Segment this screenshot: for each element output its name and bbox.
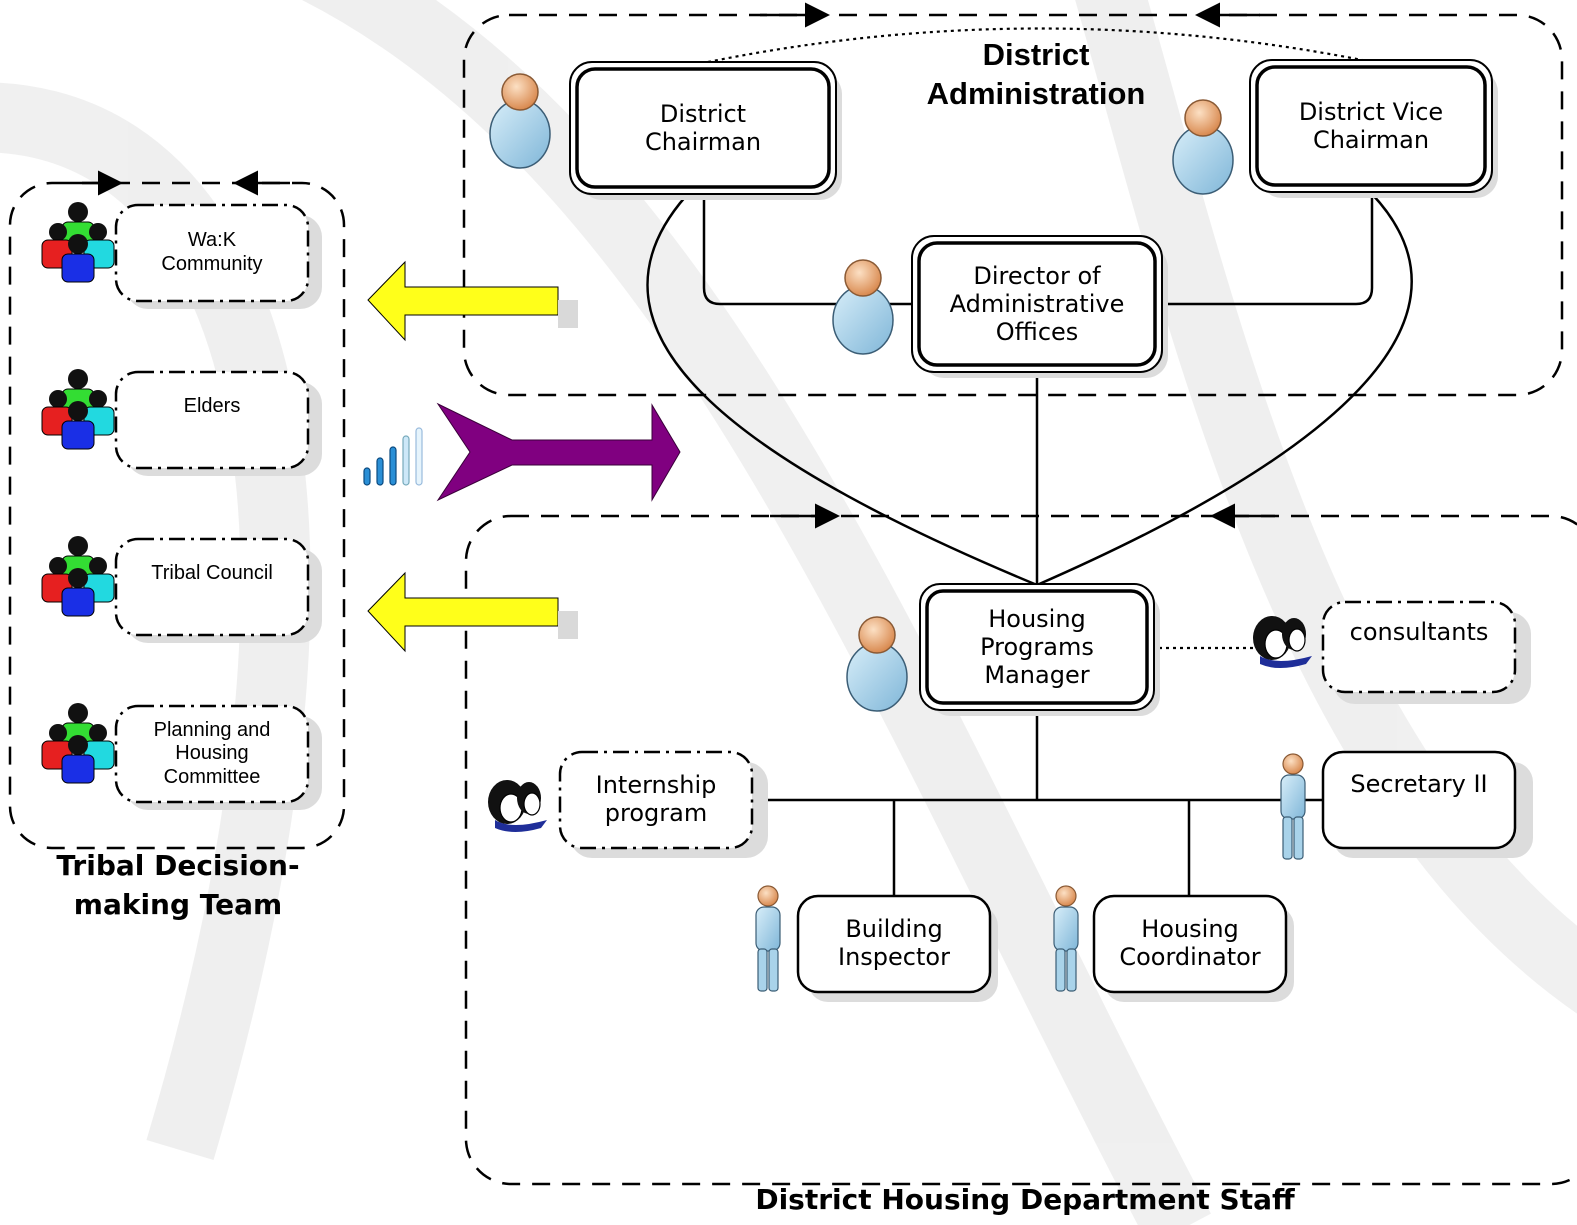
group-icon-council [41, 535, 115, 617]
administration-title-line2: Administration [926, 75, 1146, 111]
tribal-member-wak: Wa:K Community [116, 228, 308, 278]
secretary-box: Secretary II [1323, 764, 1515, 804]
director-line3: Offices [995, 318, 1079, 347]
director-line1: Director of [973, 261, 1101, 290]
manager-line1: Housing [988, 604, 1086, 633]
internship-box: Internship program [560, 766, 752, 832]
signal-bars-icon [363, 427, 423, 486]
dashdot-boxes [114, 203, 1531, 858]
person-icon-director [832, 259, 894, 355]
council-label: Tribal Council [151, 562, 273, 585]
committee-line2: Housing [175, 742, 249, 765]
inspector-box: Building Inspector [798, 910, 990, 976]
director-box: Director of Administrative Offices [919, 243, 1155, 365]
staff-icon-secretary [1280, 753, 1306, 860]
tribal-title-line2: making Team [73, 888, 283, 921]
consultants-label: consultants [1349, 617, 1489, 646]
tribal-team-title: Tribal Decision- making Team [30, 846, 326, 924]
person-icon-vice-chairman [1172, 99, 1234, 195]
pair-icon-internship [487, 779, 548, 833]
inspector-line1: Building [845, 914, 943, 943]
administration-title-line1: District [982, 37, 1090, 72]
vice-chairman-box: District Vice Chairman [1257, 67, 1485, 185]
internship-line2: program [604, 799, 708, 827]
manager-box: Housing Programs Manager [927, 591, 1147, 703]
staff-icon-inspector [755, 885, 781, 992]
elders-label: Elders [183, 395, 241, 418]
wak-line2: Community [161, 253, 263, 275]
vice-chairman-line2: Chairman [1312, 126, 1430, 154]
coordinator-box: Housing Coordinator [1094, 910, 1286, 976]
manager-line2: Programs [980, 632, 1094, 661]
cycle-arrows [70, 2, 1275, 529]
tribal-title-line1: Tribal Decision- [56, 849, 300, 882]
housing-title-text: District Housing Department Staff [755, 1183, 1295, 1216]
consultants-box: consultants [1323, 612, 1515, 652]
info-arrow-top [367, 260, 559, 342]
district-chairman-line1: District [659, 99, 747, 128]
internship-line1: Internship [595, 770, 717, 799]
vice-chairman-line1: District Vice [1298, 97, 1444, 126]
committee-line1: Planning and [153, 718, 271, 741]
coordinator-line1: Housing [1141, 914, 1239, 943]
district-chairman-box: District Chairman [577, 69, 829, 187]
wak-line1: Wa:K [187, 229, 237, 252]
pair-icon-consultants [1252, 615, 1313, 669]
group-icon-elders [41, 368, 115, 450]
tribal-member-elders: Elders [116, 392, 308, 422]
tribal-member-committee: Planning and Housing Committee [116, 714, 308, 794]
administration-title: District Administration [905, 36, 1167, 114]
tribal-member-council: Tribal Council [116, 559, 308, 589]
manager-line3: Manager [984, 661, 1090, 690]
info-arrow-bottom [367, 571, 559, 653]
committee-line3: Committee [163, 765, 261, 788]
coordinator-line2: Coordinator [1119, 943, 1261, 971]
secretary-label: Secretary II [1350, 769, 1488, 798]
connector-lines [646, 192, 1413, 896]
housing-department-group [464, 514, 1577, 1186]
box-shapes [569, 59, 1533, 1002]
inspector-line2: Inspector [838, 943, 950, 971]
tribal-team-group [8, 181, 346, 850]
group-icon-wak [41, 201, 115, 283]
director-line2: Administrative [949, 289, 1125, 318]
district-chairman-line2: Chairman [644, 128, 762, 156]
decision-arrow [436, 402, 681, 502]
housing-department-title: District Housing Department Staff [700, 1180, 1350, 1220]
group-icon-committee [41, 702, 115, 784]
